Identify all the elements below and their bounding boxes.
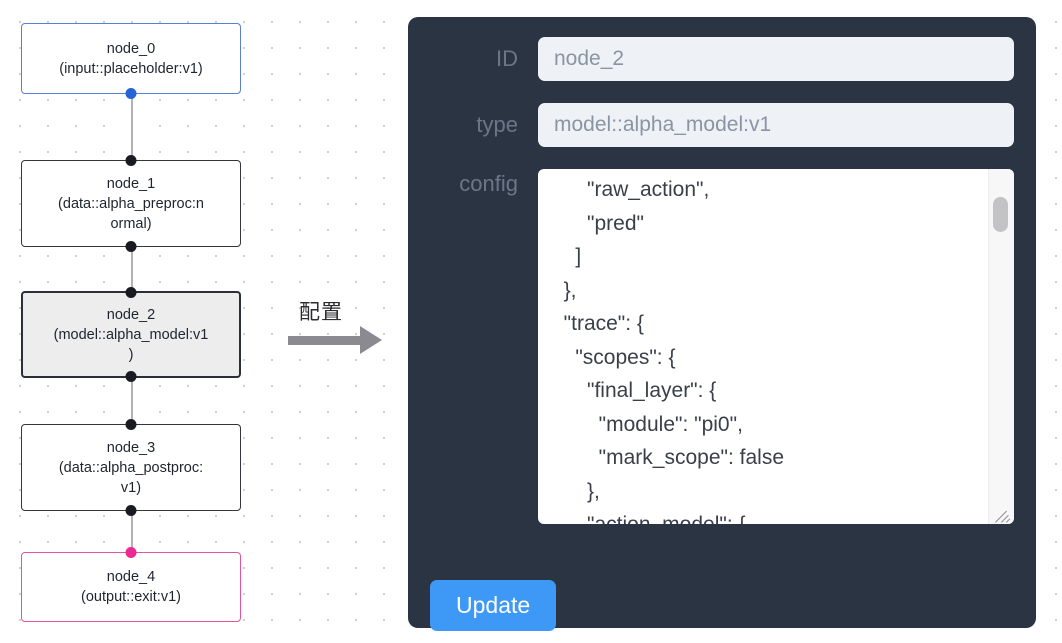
arrow-head-icon — [360, 326, 382, 354]
resize-handle-icon[interactable] — [995, 506, 1012, 523]
node-handle-top[interactable] — [125, 287, 137, 298]
node-handle-bottom[interactable] — [125, 505, 137, 516]
node-subtitle: (model::alpha_model:v1 — [53, 326, 209, 343]
flow-node-node_4[interactable]: node_4 (output::exit:v1) — [21, 547, 241, 622]
node-subtitle-cont: ) — [128, 346, 134, 363]
node-handle-bottom[interactable] — [125, 241, 137, 252]
node-subtitle-cont: ormal) — [110, 215, 152, 232]
edge-node1-node2 — [131, 246, 133, 294]
node-inspector-panel: ID type config — [408, 17, 1036, 628]
node-title: node_2 — [106, 306, 156, 323]
flow-node-node_3[interactable]: node_3 (data::alpha_postproc: v1) — [21, 419, 241, 516]
edge-node2-node3 — [131, 377, 133, 419]
node-subtitle: (data::alpha_preproc:n — [58, 195, 204, 212]
config-editor-wrapper — [538, 169, 1014, 524]
config-field-label: config — [459, 171, 518, 196]
transition-annotation: 配置 — [288, 296, 398, 366]
node-subtitle: (data::alpha_postproc: — [58, 459, 204, 476]
flow-node-node_1[interactable]: node_1 (data::alpha_preproc:n ormal) — [21, 155, 241, 252]
node-handle-bottom[interactable] — [125, 88, 137, 99]
edge-node3-node4 — [131, 511, 133, 552]
node-title: node_3 — [106, 439, 156, 456]
node-subtitle-cont: v1) — [120, 479, 142, 496]
transition-label: 配置 — [299, 300, 343, 324]
edge-node0-node1 — [131, 93, 133, 160]
node-title: node_4 — [106, 569, 156, 585]
type-field-label: type — [476, 112, 518, 137]
node-subtitle: (input::placeholder:v1) — [59, 60, 203, 77]
node-title: node_1 — [106, 175, 156, 192]
node-handle-bottom[interactable] — [125, 371, 137, 382]
node-title: node_0 — [106, 40, 156, 57]
flow-node-node_2[interactable]: node_2 (model::alpha_model:v1 ) — [21, 287, 241, 382]
update-button[interactable]: Update — [430, 580, 557, 631]
field-row-type: type — [430, 103, 1014, 147]
field-row-config: config — [430, 169, 1014, 524]
config-scrollbar-thumb[interactable] — [993, 197, 1008, 232]
arrow-icon — [288, 336, 362, 345]
node-handle-top[interactable] — [125, 547, 137, 558]
node-handle-top[interactable] — [125, 155, 137, 166]
flow-node-node_0[interactable]: node_0 (input::placeholder:v1) — [21, 23, 241, 99]
node-handle-top[interactable] — [125, 419, 137, 430]
node-subtitle: (output::exit:v1) — [81, 589, 181, 605]
id-field-label: ID — [496, 46, 518, 71]
field-row-id: ID — [430, 37, 1014, 81]
config-textarea[interactable] — [538, 169, 1014, 524]
type-input[interactable] — [538, 103, 1014, 147]
config-scrollbar-track[interactable] — [988, 169, 1014, 524]
id-input[interactable] — [538, 37, 1014, 81]
